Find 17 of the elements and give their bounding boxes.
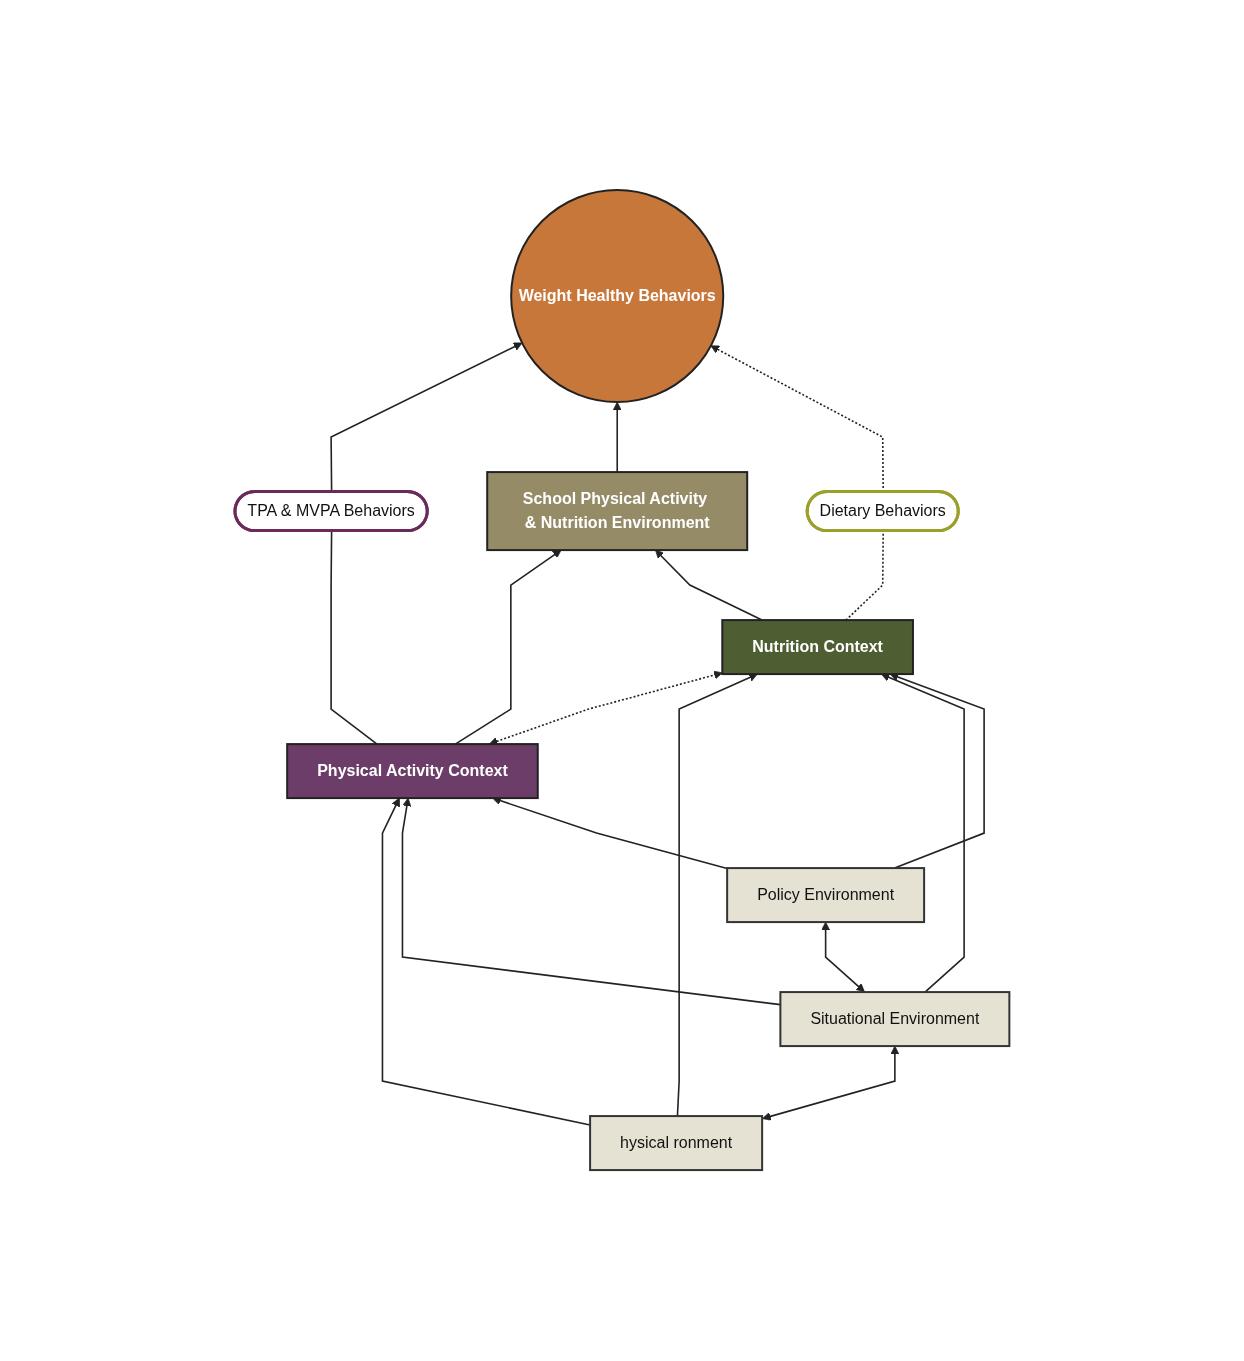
arrow — [488, 671, 723, 746]
node-circle: Weight Healthy Behaviors — [510, 189, 725, 404]
node-box: hysical ronment — [588, 1115, 763, 1172]
arrow — [654, 550, 763, 622]
node-box: Physical Activity Context — [286, 743, 539, 800]
node-box: Nutrition Context — [721, 619, 914, 676]
arrow — [821, 922, 865, 993]
arrow — [889, 673, 985, 870]
node-box: Policy Environment — [725, 867, 925, 924]
node-box: Situational Environment — [779, 991, 1011, 1048]
arrow — [761, 1046, 900, 1122]
arrow — [401, 798, 781, 1006]
arrow — [454, 550, 562, 746]
arrow — [880, 673, 965, 994]
arrow — [676, 673, 758, 1118]
arrow — [612, 402, 622, 474]
node-box: School Physical Activity & Nutrition Environment — [486, 471, 748, 552]
